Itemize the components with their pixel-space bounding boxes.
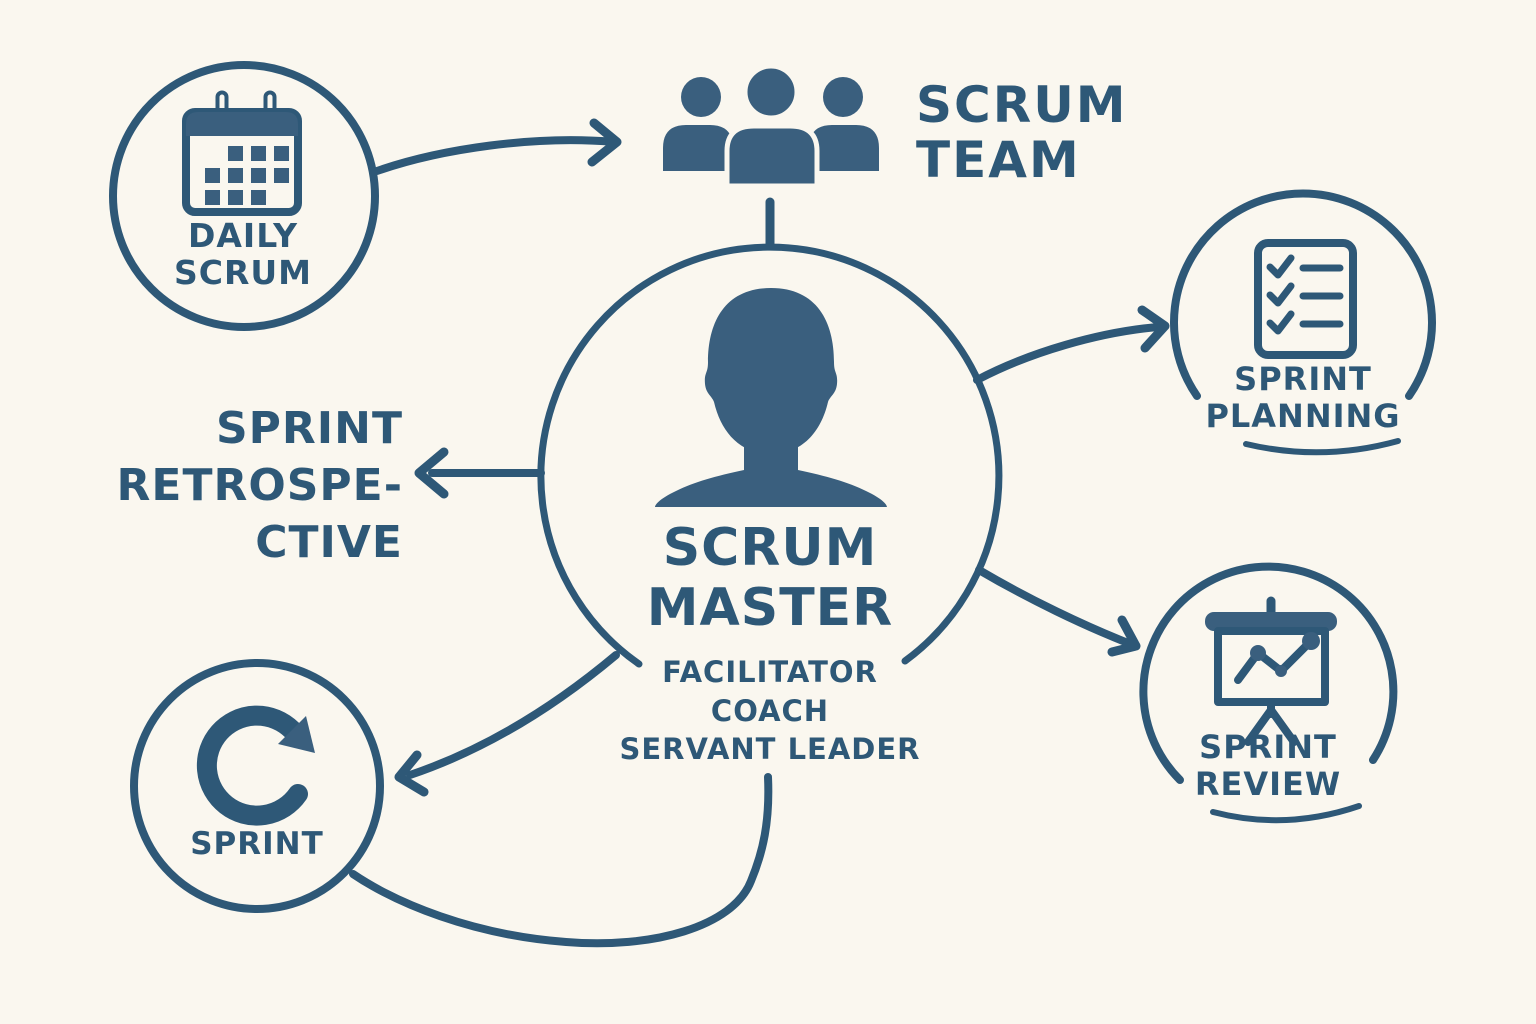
sprint-review-underline-arc (1210, 803, 1362, 824)
sprint-planning-circle (1170, 189, 1436, 400)
sprint-planning-label: SPRINT PLANNING (1205, 360, 1401, 436)
edge-scrum-master-bottom-curve-to-sprint (349, 773, 773, 948)
daily-scrum-circle (109, 61, 379, 331)
edge-scrum-master-to-sprint-retrospective (414, 447, 545, 499)
arrowhead-left-icon (414, 447, 449, 499)
arrowhead-right-icon (1137, 305, 1170, 353)
scrum-team-label: SCRUM TEAM (916, 76, 1128, 189)
edge-scrum-master-to-sprint-review (975, 566, 1141, 657)
loop-arrow-icon (196, 705, 315, 826)
sprint-review-label: SPRINT REVIEW (1194, 728, 1342, 804)
sprint-circle (130, 659, 384, 913)
scrum-master-title: SCRUM MASTER (646, 518, 894, 639)
sprint-planning-underline-arc (1243, 438, 1401, 456)
edge-scrum-master-to-sprint (394, 651, 620, 797)
sprint-retrospective-label: SPRINT RETROSPE- CTIVE (116, 403, 403, 569)
calendar-icon (182, 90, 302, 216)
checklist-icon (1254, 239, 1357, 359)
arrowhead-right-icon (587, 118, 622, 167)
arrowhead-left-down-icon (394, 750, 429, 797)
edge-daily-scrum-to-scrum-team (373, 118, 622, 175)
daily-scrum-label: DAILY SCRUM (173, 216, 313, 293)
presentation-chart-icon (1205, 596, 1337, 746)
person-icon (655, 288, 887, 507)
team-icon (663, 63, 879, 189)
sprint-review-circle (1139, 562, 1398, 784)
arrowhead-down-right-icon (1107, 615, 1141, 657)
edge-scrum-master-to-sprint-planning (973, 305, 1170, 384)
scrum-master-roles: FACILITATOR COACH SERVANT LEADER (619, 655, 921, 767)
sprint-label: SPRINT (190, 826, 324, 862)
